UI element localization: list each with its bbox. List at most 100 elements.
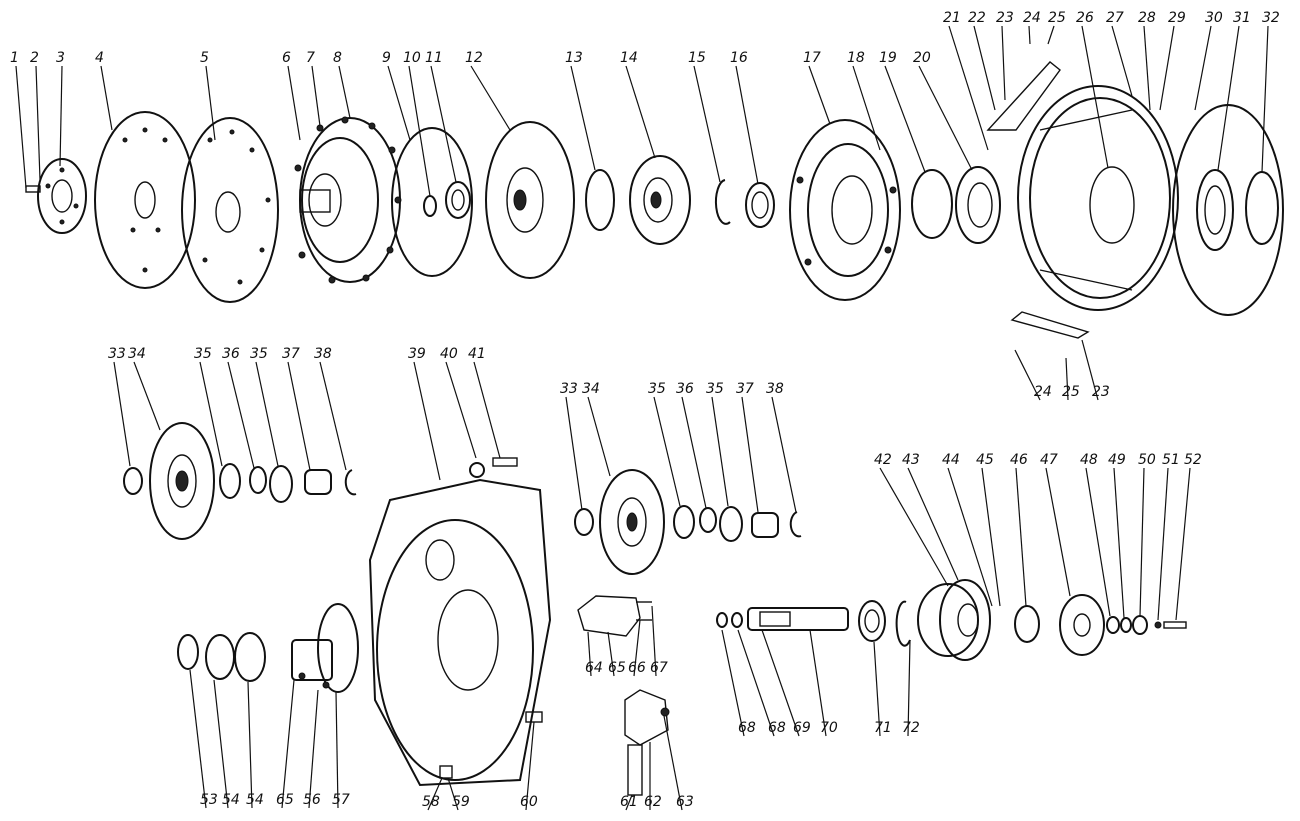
part-33-ring-right	[574, 508, 594, 536]
callout-8: 8	[333, 50, 342, 66]
leader-line-36	[681, 396, 707, 509]
part-4-flex-plate	[94, 111, 196, 289]
leader-line-22	[973, 25, 996, 111]
leader-line-35	[653, 396, 681, 507]
leader-line-25	[1065, 357, 1069, 401]
callout-60: 60	[520, 794, 538, 810]
callout-45: 45	[976, 452, 994, 468]
part-33-ring-left	[123, 467, 143, 495]
callout-16: 16	[730, 50, 748, 66]
part-56-57-output-flange	[291, 603, 359, 693]
callout-35: 35	[194, 346, 212, 362]
leader-line-58	[427, 777, 443, 811]
callout-35: 35	[250, 346, 268, 362]
leader-line-65	[607, 631, 615, 677]
leader-line-19	[884, 65, 926, 173]
leader-line-14	[625, 65, 656, 159]
part-11-bearing	[445, 181, 471, 219]
part-5-flex-plate	[181, 117, 279, 303]
part-72-snap-ring	[895, 600, 911, 647]
callout-34: 34	[128, 346, 146, 362]
leader-line-49	[1113, 467, 1125, 619]
leader-line-36	[227, 361, 255, 469]
leader-line-45	[981, 467, 1001, 607]
callout-61: 61	[620, 794, 638, 810]
leader-line-43	[907, 467, 959, 581]
leader-line-33	[565, 396, 583, 511]
callout-33: 33	[560, 381, 578, 397]
callout-25: 25	[1048, 10, 1066, 26]
leader-line-47	[1045, 467, 1071, 597]
leader-line-56	[308, 689, 319, 809]
callout-7: 7	[306, 50, 315, 66]
callout-65: 65	[608, 660, 626, 676]
callout-33: 33	[108, 346, 126, 362]
part-42-43-bearing-cover	[917, 579, 991, 661]
callout-64: 64	[585, 660, 603, 676]
leader-line-1	[15, 65, 27, 189]
leader-line-4	[100, 65, 113, 131]
part-35-bearing-right	[673, 505, 743, 542]
leader-line-68	[737, 629, 775, 737]
callout-5: 5	[200, 50, 209, 66]
leader-line-44	[947, 467, 993, 607]
part-14-stator	[629, 155, 691, 245]
leader-line-30	[1194, 25, 1212, 111]
callout-42: 42	[874, 452, 892, 468]
leader-line-59	[447, 777, 459, 811]
callout-53: 53	[200, 792, 218, 808]
leader-line-15	[693, 65, 721, 183]
leader-line-35	[255, 361, 279, 467]
callout-20: 20	[913, 50, 931, 66]
leader-line-2	[35, 65, 41, 181]
part-38-snap-ring-left	[344, 469, 357, 496]
callout-17: 17	[803, 50, 821, 66]
callout-24: 24	[1034, 384, 1052, 400]
callout-54: 54	[246, 792, 264, 808]
leader-line-40	[445, 361, 477, 459]
callout-27: 27	[1106, 10, 1124, 26]
callout-56: 56	[303, 792, 321, 808]
leader-line-32	[1261, 25, 1269, 173]
leader-line-27	[1111, 25, 1133, 97]
callout-19: 19	[879, 50, 897, 66]
callout-72: 72	[902, 720, 920, 736]
part-32-ring	[1245, 171, 1279, 245]
leader-line-72	[907, 639, 911, 737]
leader-line-24	[1028, 25, 1031, 45]
part-10-ring	[423, 195, 437, 217]
leader-line-20	[918, 65, 973, 171]
callout-36: 36	[676, 381, 694, 397]
part-6-8-cover-assembly	[294, 116, 402, 284]
leader-line-28	[1143, 25, 1151, 111]
callout-58: 58	[422, 794, 440, 810]
callout-52: 52	[1184, 452, 1202, 468]
callout-68: 68	[768, 720, 786, 736]
callout-29: 29	[1168, 10, 1186, 26]
callout-70: 70	[820, 720, 838, 736]
leader-line-18	[852, 65, 881, 151]
part-41-fitting	[492, 457, 518, 467]
leader-line-31	[1217, 25, 1240, 171]
leader-line-46	[1015, 467, 1027, 607]
callout-43: 43	[902, 452, 920, 468]
leader-line-23	[1001, 25, 1006, 101]
callout-47: 47	[1040, 452, 1058, 468]
callout-44: 44	[942, 452, 960, 468]
leader-line-54	[213, 679, 229, 809]
callout-35: 35	[706, 381, 724, 397]
part-46-seal	[1014, 605, 1040, 643]
callout-37: 37	[282, 346, 300, 362]
leader-line-34	[587, 396, 611, 477]
leader-line-12	[470, 65, 511, 131]
leader-line-13	[570, 65, 596, 171]
part-23-cover-plate-bottom	[1010, 311, 1090, 339]
leader-line-5	[205, 65, 216, 141]
callout-59: 59	[452, 794, 470, 810]
callout-32: 32	[1262, 10, 1280, 26]
leader-line-52	[1175, 467, 1191, 621]
callout-49: 49	[1108, 452, 1126, 468]
part-48-52-washer-bolt	[1106, 615, 1187, 635]
